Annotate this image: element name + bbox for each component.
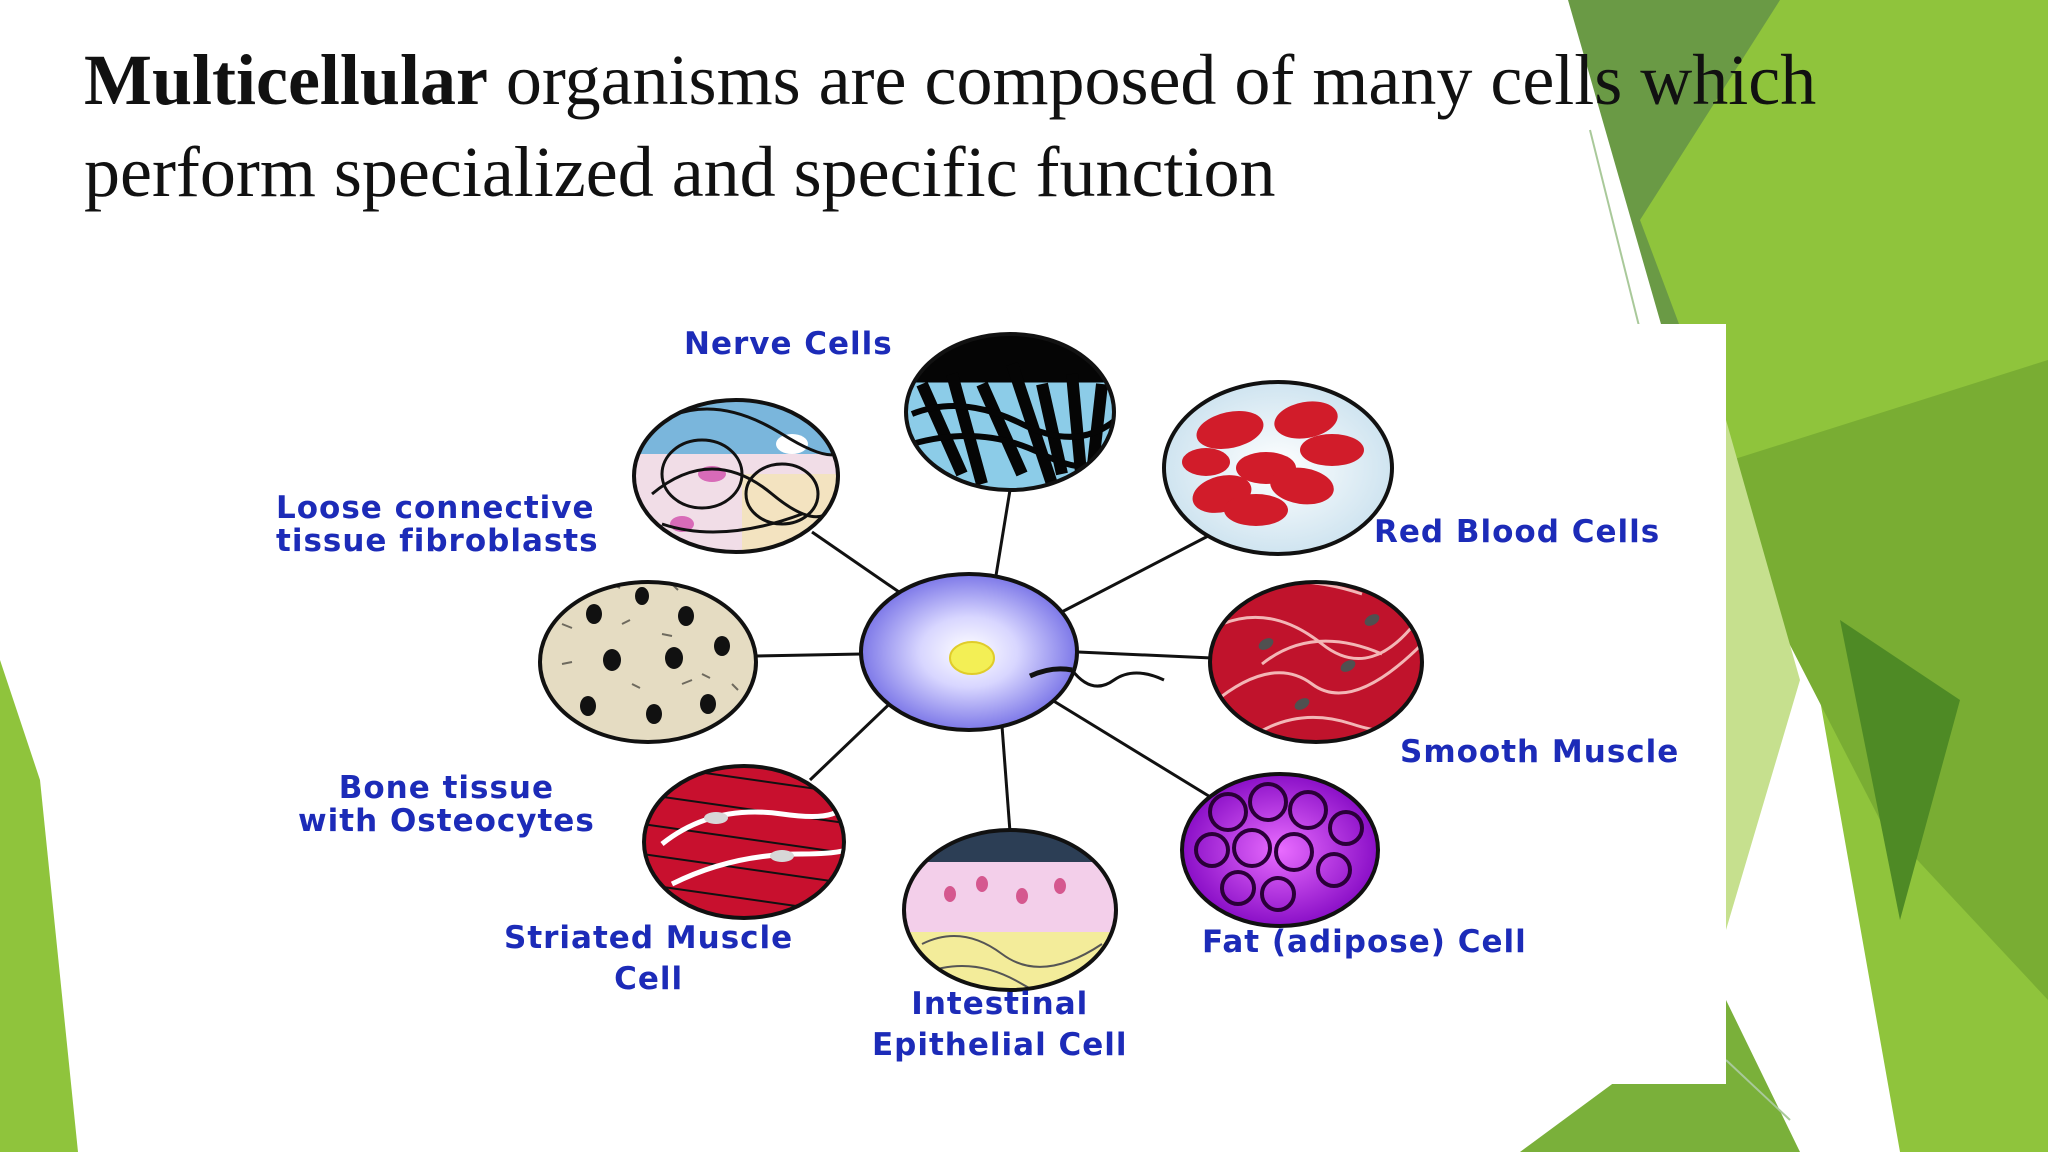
- label-smooth-muscle: Smooth Muscle: [1400, 734, 1680, 770]
- label-red-blood-cells: Red Blood Cells: [1374, 514, 1661, 550]
- title-bold: Multicellular: [84, 40, 488, 120]
- deco-line: [1589, 129, 1641, 331]
- label-loose-connective-tissue: Loose connective tissue fibroblasts: [276, 490, 599, 559]
- cell-diagram-graphic: [538, 332, 1424, 992]
- label-bone-tissue: Bone tissue with Osteocytes: [298, 770, 595, 839]
- green-shape-left: [0, 660, 78, 1152]
- deco-line-2: [1725, 1059, 1791, 1121]
- connector-lines: [755, 489, 1213, 833]
- loose-connective-tissue-image: [632, 398, 840, 554]
- center-cell: [859, 572, 1165, 732]
- label-fat-adipose-cell: Fat (adipose) Cell: [1202, 924, 1527, 960]
- label-intestinal-epithelial: Intestinal Epithelial Cell: [872, 986, 1128, 1063]
- smooth-muscle-image: [1208, 580, 1424, 744]
- bone-tissue-image: [538, 580, 758, 744]
- green-shape-right-strip: [1840, 620, 1960, 920]
- nerve-cells-image: [904, 332, 1116, 492]
- title-rest: organisms are composed of many cells whi…: [84, 40, 1817, 212]
- slide-title: Multicellular organisms are composed of …: [84, 34, 1964, 218]
- red-blood-cells-image: [1162, 380, 1394, 556]
- cell-diagram: Nerve Cells Red Blood Cells Loose connec…: [262, 324, 1726, 1084]
- green-shape-right-pale: [1726, 420, 1800, 930]
- striated-muscle-image: [642, 764, 846, 920]
- label-nerve-cells: Nerve Cells: [684, 326, 893, 362]
- label-striated-muscle: Striated Muscle Cell: [504, 920, 794, 997]
- fat-cell-image: [1180, 772, 1380, 928]
